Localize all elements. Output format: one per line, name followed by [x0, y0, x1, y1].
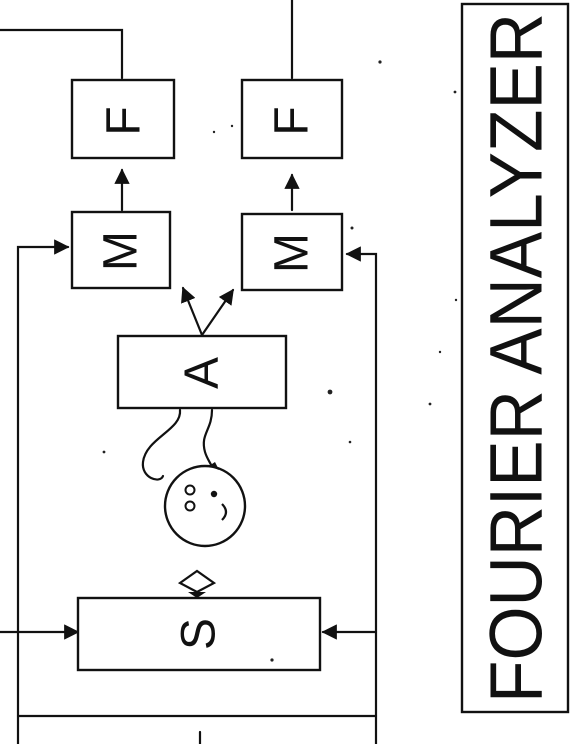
wire-reference-left-rail — [18, 247, 68, 744]
filter-bottom-label: F — [266, 106, 319, 135]
amplifier-block: A — [118, 336, 286, 408]
filter-top-block: F — [72, 80, 174, 158]
filter-bottom-block: F — [242, 80, 342, 158]
multiplier-top-label: M — [95, 231, 148, 271]
wire-reference-right-rail — [347, 254, 376, 744]
amplifier-label: A — [176, 357, 229, 389]
multiplier-top-block: M — [72, 212, 170, 288]
source-block: S — [78, 598, 320, 670]
source-label: S — [173, 618, 226, 650]
cable-a-to-face-right — [204, 410, 212, 470]
cable-a-to-face-left — [143, 410, 180, 480]
wire-filter-top-output — [0, 30, 122, 78]
face-icon — [165, 462, 245, 546]
multiplier-bottom-block: M — [242, 214, 342, 290]
arrow-a-to-m-bottom — [202, 290, 233, 335]
title-text: FOURIER ANALYZER — [475, 13, 558, 703]
arrow-a-to-m-top — [183, 288, 202, 335]
multiplier-bottom-label: M — [266, 233, 319, 273]
diamond-speaker-icon — [180, 571, 214, 598]
filter-top-label: F — [98, 106, 151, 135]
title-box: FOURIER ANALYZER — [462, 4, 568, 712]
